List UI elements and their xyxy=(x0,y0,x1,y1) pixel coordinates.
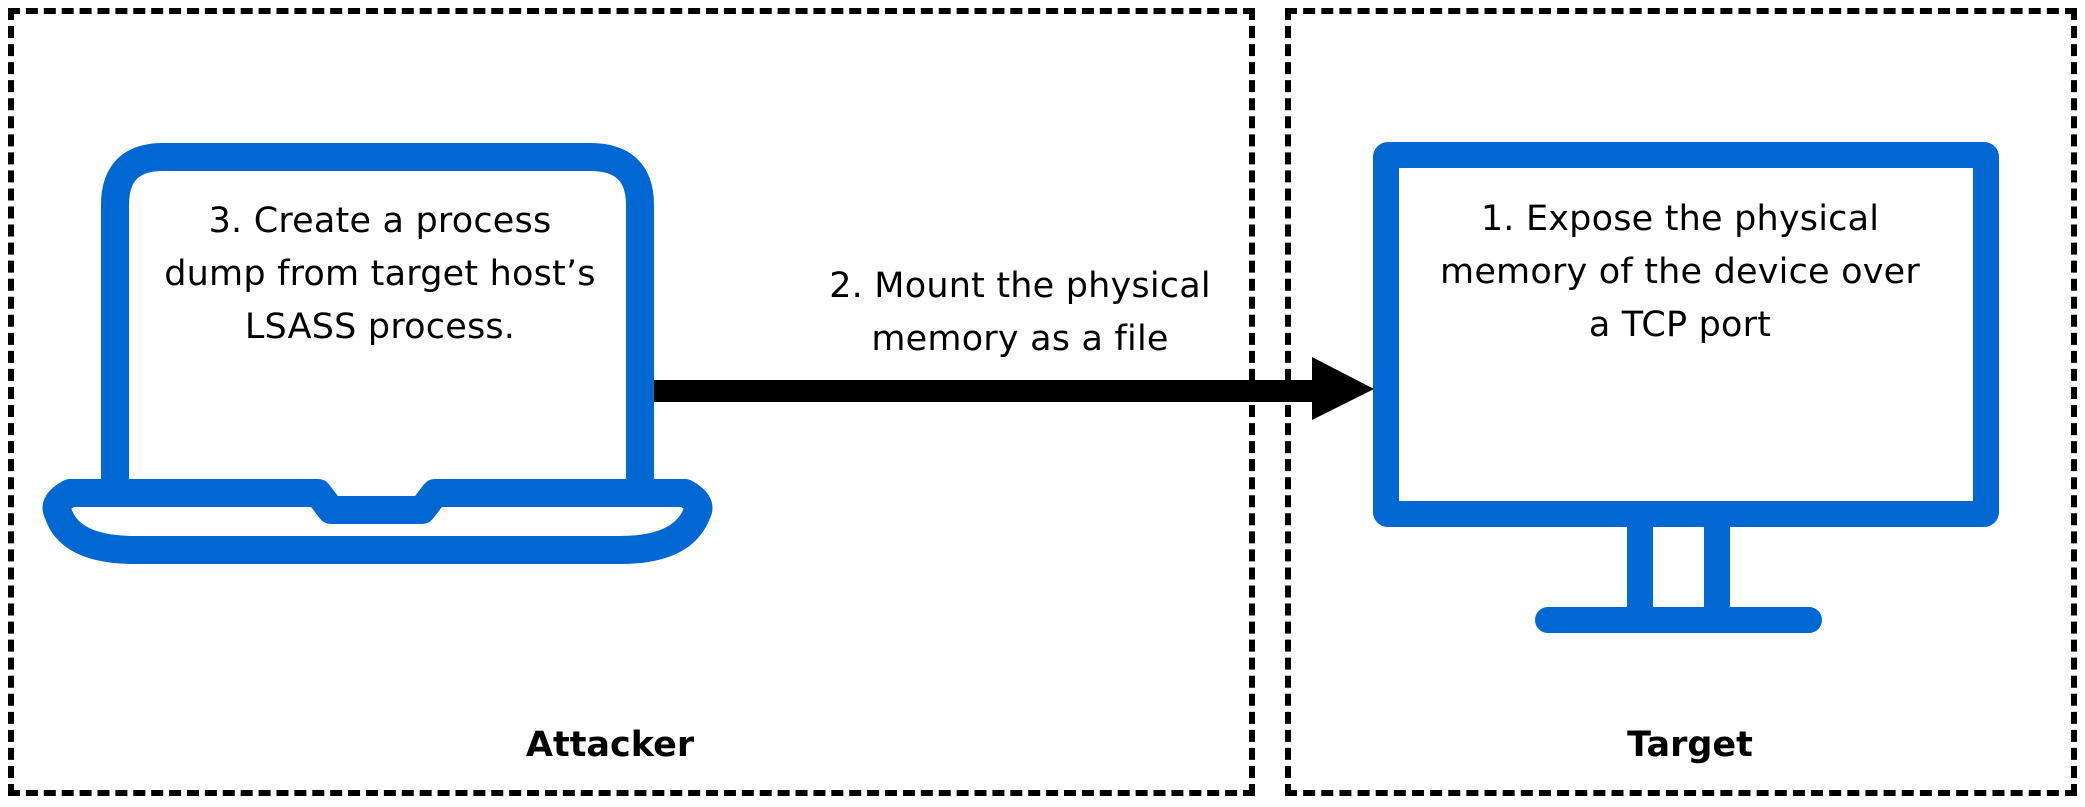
target-label: Target xyxy=(1627,725,1753,765)
step1-label: 1. Expose the physical memory of the dev… xyxy=(1440,199,1920,345)
arrow-right-icon xyxy=(654,357,1374,420)
attacker-label: Attacker xyxy=(525,725,695,765)
laptop-screen xyxy=(101,143,654,507)
monitor-icon xyxy=(1373,142,1999,633)
laptop-icon xyxy=(42,143,713,564)
arrow-head xyxy=(1312,357,1374,420)
step2-label: 2. Mount the physical memory as a file xyxy=(829,266,1211,359)
laptop-base xyxy=(42,479,713,564)
arrow-shaft xyxy=(654,380,1314,402)
step3-label: 3. Create a process dump from target hos… xyxy=(164,201,596,347)
monitor-screen xyxy=(1373,142,1999,527)
